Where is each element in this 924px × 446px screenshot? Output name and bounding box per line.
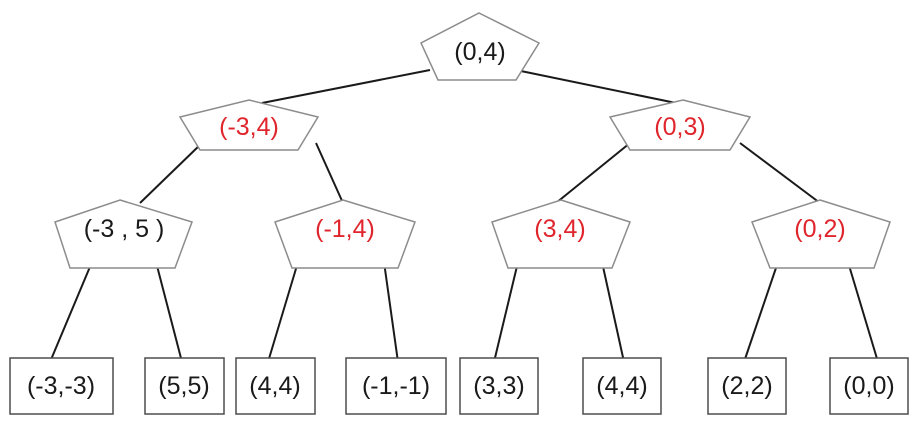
level2-node-1: (-3 , 5 ) — [54, 199, 193, 269]
edge-l2c-to-leaf6 — [601, 261, 625, 363]
level2-node-3: (3,4) — [491, 199, 631, 269]
root-node-label: (0,4) — [454, 38, 505, 66]
edge-l1a-to-l2b — [315, 142, 344, 204]
leaf-6-box — [582, 357, 662, 415]
edge-l2b-to-leaf4 — [383, 261, 399, 363]
edge-root-to-left — [261, 69, 431, 104]
leaf-7: (2,2) — [707, 357, 787, 415]
leaf-1-box — [9, 357, 114, 415]
root-node: (0,4) — [420, 12, 541, 81]
edge-l1b-to-l2c — [555, 142, 631, 204]
level2-node-2: (-1,4) — [274, 199, 416, 269]
leaf-3-box — [235, 357, 316, 415]
level2-node-2-shape — [274, 199, 416, 269]
edge-l2d-to-leaf8 — [847, 261, 879, 363]
level2-node-3-label: (3,4) — [534, 215, 585, 243]
level2-node-3-shape — [491, 199, 631, 269]
root-node-shape — [420, 12, 541, 81]
edge-l2a-to-leaf1 — [49, 261, 93, 363]
leaf-5-label: (3,3) — [473, 372, 524, 400]
leaf-3-label: (4,4) — [249, 372, 300, 400]
edge-root-to-right — [515, 69, 677, 104]
edge-l2c-to-leaf5 — [493, 261, 519, 363]
edge-l2a-to-leaf2 — [155, 261, 183, 363]
leaf-2-label: (5,5) — [158, 372, 209, 400]
leaf-4-label: (-1,-1) — [362, 372, 430, 400]
level2-node-2-label: (-1,4) — [315, 215, 375, 243]
leaf-6: (4,4) — [582, 357, 662, 415]
level1-node-right: (0,3) — [608, 99, 752, 151]
leaf-2-box — [144, 357, 225, 415]
edge-l1a-to-l2a — [139, 142, 203, 204]
level1-node-right-label: (0,3) — [654, 113, 705, 141]
leaf-7-box — [707, 357, 787, 415]
leaf-8-label: (0,0) — [843, 372, 894, 400]
level2-node-1-shape — [54, 199, 193, 269]
level1-node-left: (-3,4) — [178, 99, 320, 151]
level1-node-left-shape — [178, 99, 320, 151]
leaf-8: (0,0) — [829, 357, 909, 415]
leaf-1-label: (-3,-3) — [27, 372, 95, 400]
level2-node-4-shape — [751, 199, 891, 269]
leaf-6-label: (4,4) — [596, 372, 647, 400]
level2-node-4: (0,2) — [751, 199, 891, 269]
level1-node-right-shape — [608, 99, 752, 151]
level2-node-4-label: (0,2) — [794, 215, 845, 243]
tree-edges — [49, 69, 879, 363]
leaf-5-box — [459, 357, 539, 415]
level1-node-left-label: (-3,4) — [219, 113, 279, 141]
edge-l2b-to-leaf3 — [267, 261, 299, 363]
leaf-1: (-3,-3) — [9, 357, 114, 415]
leaf-4: (-1,-1) — [345, 357, 447, 415]
leaf-4-box — [345, 357, 447, 415]
leaf-7-label: (2,2) — [721, 372, 772, 400]
leaf-2: (5,5) — [144, 357, 225, 415]
leaf-8-box — [829, 357, 909, 415]
level2-node-1-label: (-3 , 5 ) — [84, 215, 165, 243]
edge-l2d-to-leaf7 — [743, 261, 779, 363]
leaf-3: (4,4) — [235, 357, 316, 415]
edge-l1b-to-l2d — [739, 142, 821, 204]
leaf-5: (3,3) — [459, 357, 539, 415]
